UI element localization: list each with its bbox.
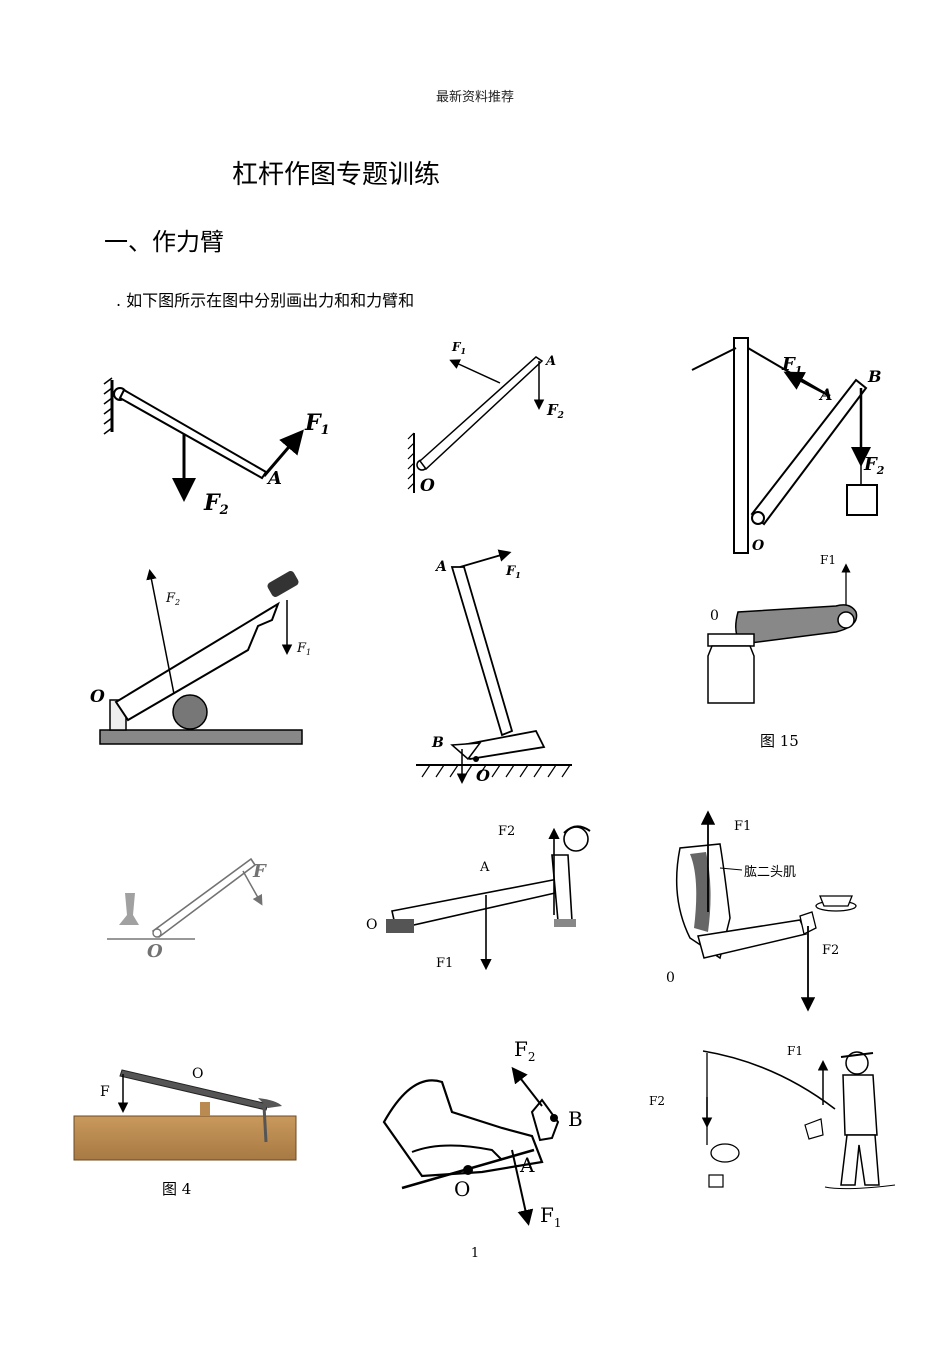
figure-foot-pedal: F2 B A O F1 <box>382 1032 612 1242</box>
label-muscle: 肱二头肌 <box>744 865 796 880</box>
figure-caption: 图 15 <box>760 732 799 750</box>
figure-forearm: F1 肱二头肌 F2 0 <box>660 808 870 1018</box>
label-f2: F2 <box>498 824 515 839</box>
figure-crowbar: A F1 B O <box>412 545 582 790</box>
page-title: 杠杆作图专题训练 <box>232 160 441 190</box>
label-a: A <box>266 468 282 489</box>
label-o: 0 <box>666 970 675 986</box>
label-o: O <box>476 766 490 785</box>
instruction-text: . 如下图所示在图中分别画出力和和力臂和 <box>116 291 415 310</box>
label-a: A <box>519 1153 535 1177</box>
label-a: A <box>479 860 490 875</box>
figure-push-up: F2 A F1 O <box>362 815 612 985</box>
label-a: A <box>544 354 556 369</box>
label-o: O <box>420 476 435 496</box>
label-b: B <box>867 367 882 386</box>
label-f1: F1 <box>734 819 751 834</box>
label-o: O <box>147 941 163 962</box>
page-header: 最新资料推荐 <box>435 90 514 105</box>
label-f1: F1 <box>820 553 836 567</box>
label-o: O <box>366 917 377 933</box>
label-f1: F1 <box>296 641 311 657</box>
label-f1: F1 <box>304 410 330 438</box>
figure-caption: 图 4 <box>162 1180 191 1198</box>
label-f2: F2 <box>649 1094 665 1108</box>
label-f1: F1 <box>451 340 466 356</box>
label-f2: F2 <box>165 591 180 607</box>
figure-bottle-opener: F1 0 图 15 <box>700 548 870 753</box>
label-b: B <box>568 1107 583 1131</box>
label-o: O <box>192 1066 203 1082</box>
section-heading: 一、作力臂 <box>104 228 224 256</box>
figure-nail-claw: F O 图 4 <box>72 1060 302 1205</box>
figure-pedal: F O <box>105 845 285 965</box>
label-o: O <box>90 687 105 707</box>
label-f2: F2 <box>546 401 564 421</box>
figure-paper-cutter: F2 F1 O <box>88 560 318 760</box>
label-f2: F2 <box>863 454 885 477</box>
label-o: 0 <box>710 608 719 624</box>
label-f: F <box>252 861 267 882</box>
label-a: A <box>434 559 447 575</box>
label-f1: F1 <box>436 956 453 971</box>
label-f1: F1 <box>505 564 521 580</box>
label-f2: F2 <box>514 1037 536 1064</box>
figure-hinged-rod: F1 F2 A O <box>400 335 600 505</box>
figure-fishing-rod: F1 F2 <box>645 1035 915 1210</box>
label-b: B <box>431 735 444 751</box>
label-f2: F2 <box>822 943 839 958</box>
figure-wall-lever: F1 F2 A <box>100 370 340 530</box>
label-o: O <box>454 1177 470 1201</box>
label-f1: F1 <box>787 1044 803 1058</box>
label-f2: F2 <box>203 490 229 518</box>
label-f1: F1 <box>540 1203 562 1230</box>
label-o: O <box>752 538 765 554</box>
page-number: 1 <box>470 1246 480 1261</box>
label-a: A <box>818 385 832 404</box>
label-f1: F1 <box>781 354 802 377</box>
label-f: F <box>100 1084 110 1100</box>
figure-crane-pole: F1 F2 A B O <box>690 330 900 555</box>
